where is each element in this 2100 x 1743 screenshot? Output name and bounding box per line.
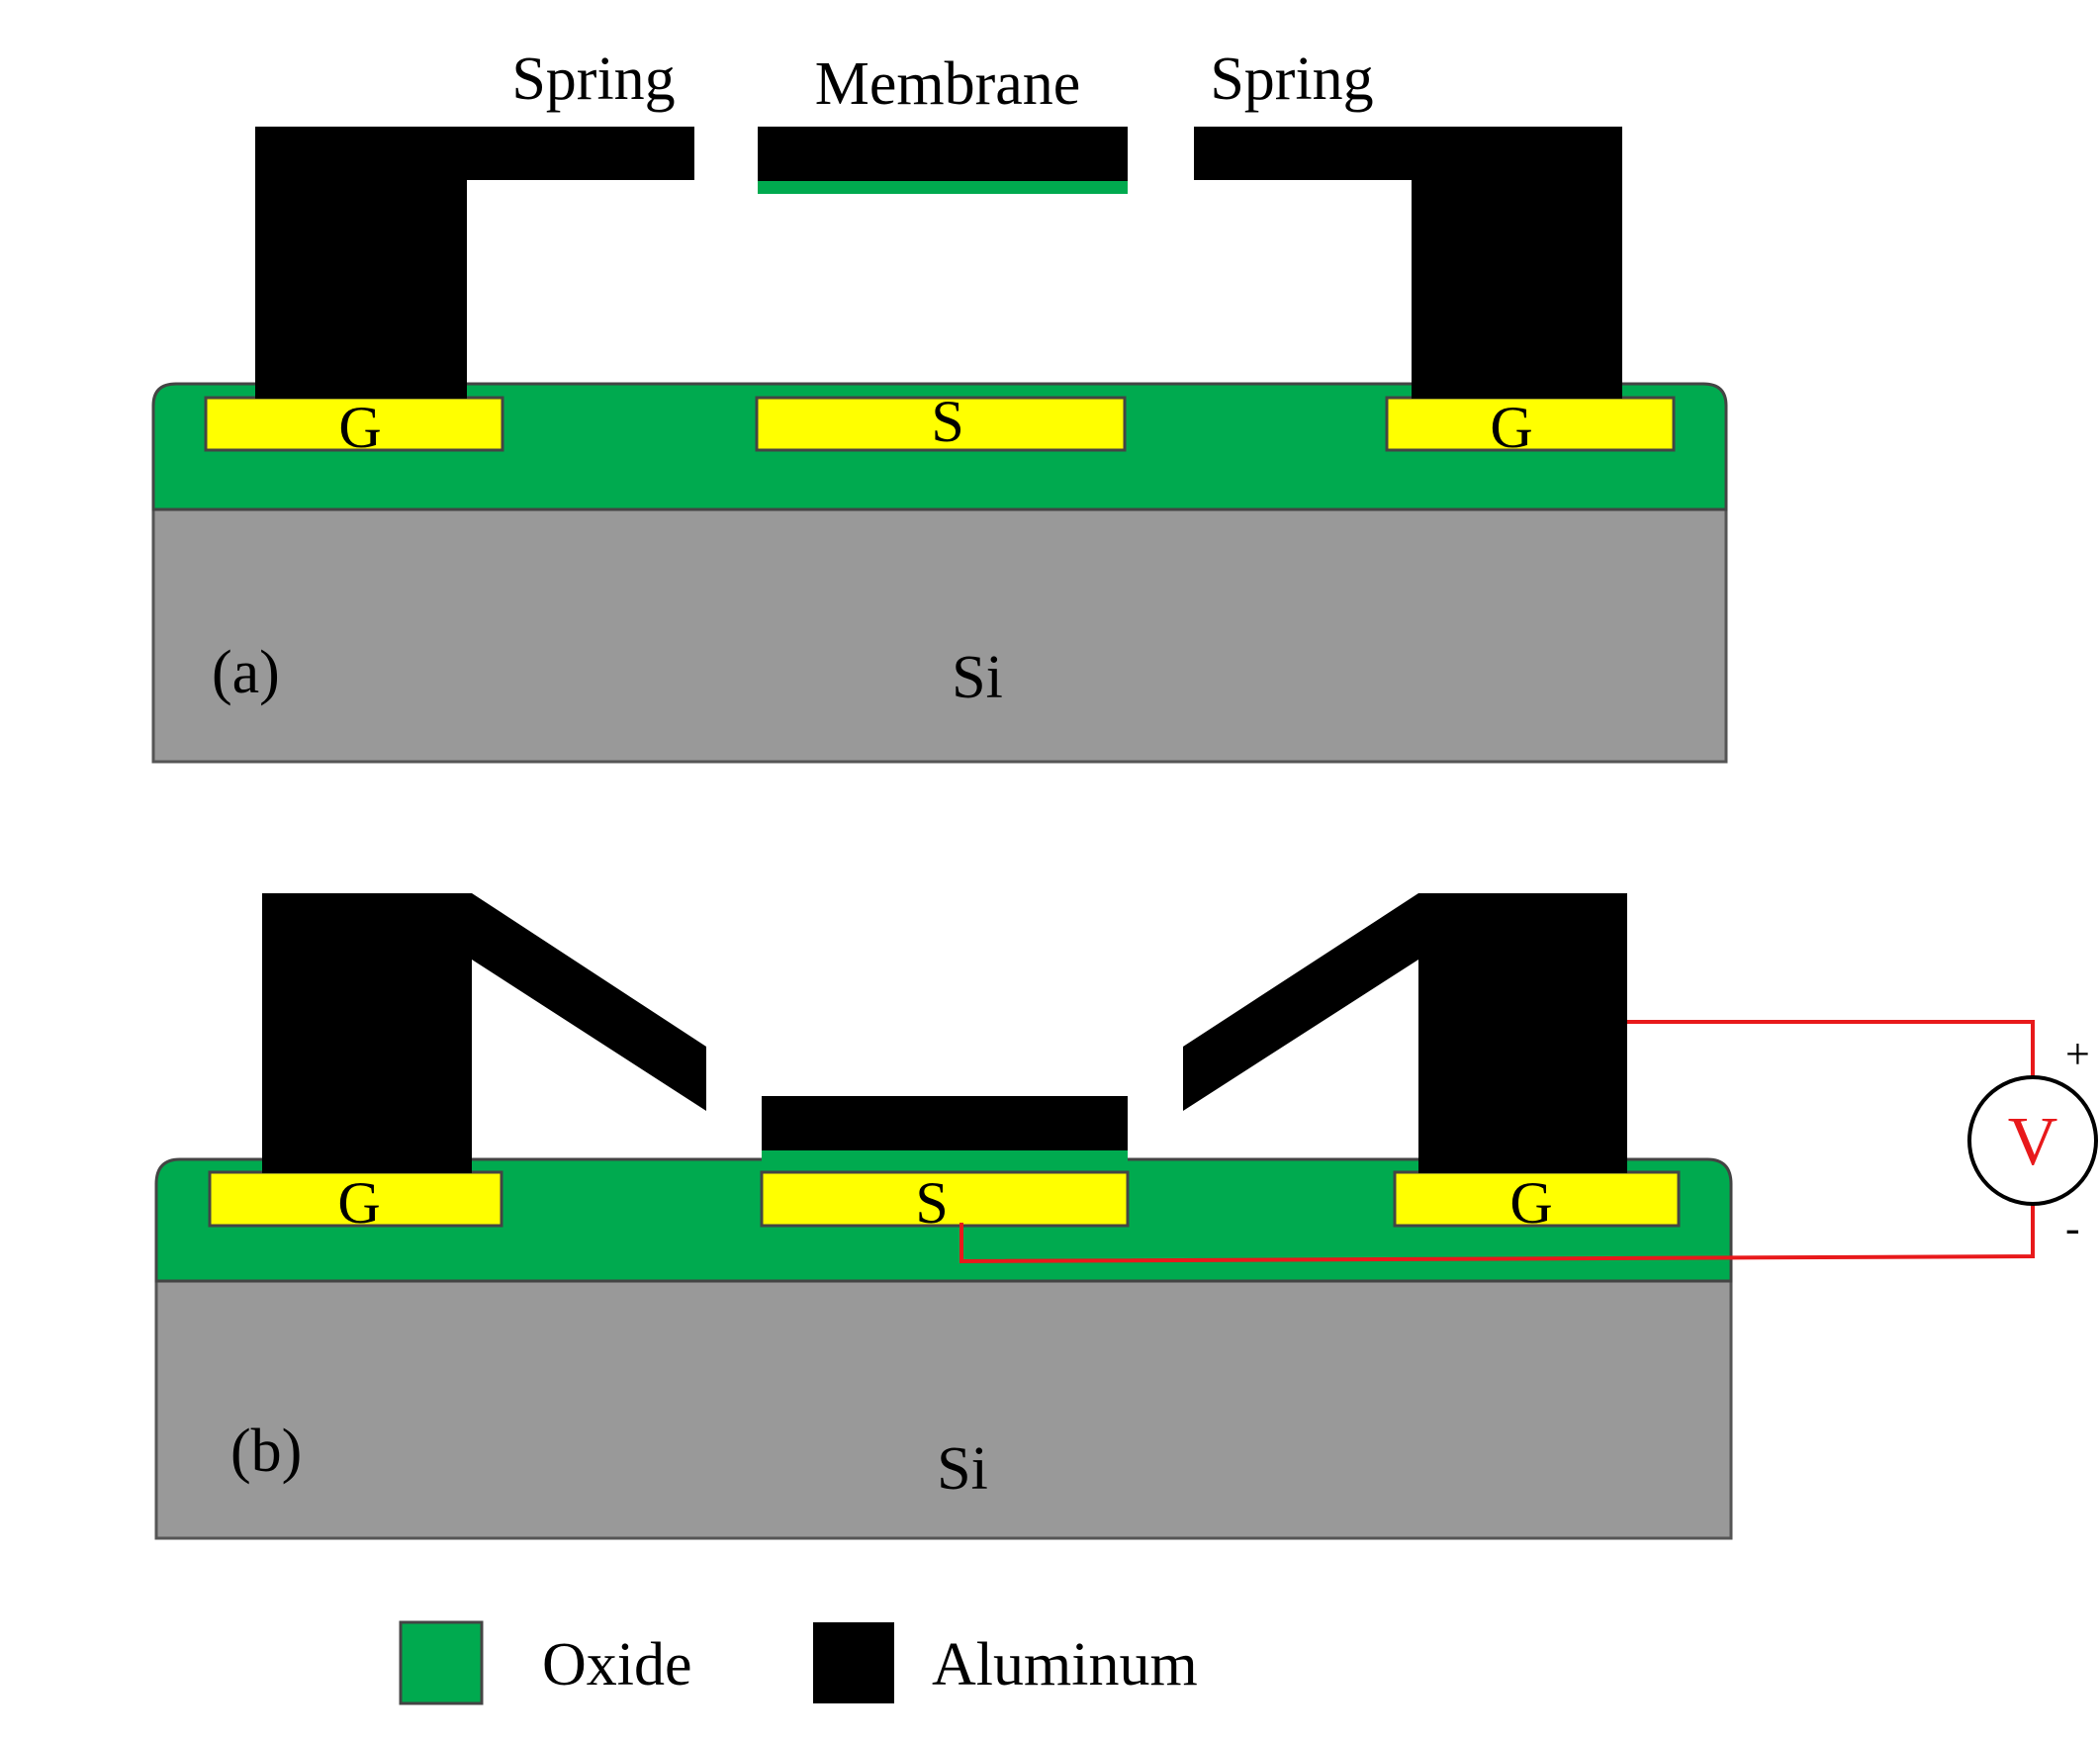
legend-label-aluminum: Aluminum [932,1631,1198,1698]
pad-label-g-right-a: G [1490,395,1532,460]
minus-sign: - [2065,1204,2080,1252]
gate-pad-right-a [1385,396,1676,452]
legend-label-oxide: Oxide [542,1631,692,1698]
panel-b-tag: (b) [230,1418,302,1485]
signal-pad-a [755,396,1127,452]
membrane-b [762,1096,1128,1150]
pad-label-g-right-b: G [1509,1170,1552,1236]
si-substrate-a [151,507,1728,764]
pad-label-s-a: S [931,389,963,454]
si-label-b: Si [937,1435,988,1503]
voltage-source-label: V [2008,1104,2058,1180]
membrane-oxide-a [758,181,1128,194]
plus-sign: + [2065,1030,2090,1078]
spring-label-right: Spring [1210,46,1373,113]
si-substrate-b [154,1279,1733,1540]
membrane-a [758,127,1128,181]
spring-label-left: Spring [511,46,675,113]
left-anchor-spring-b [262,893,706,1173]
right-anchor-spring-b [1183,893,1627,1173]
pad-label-g-left-a: G [338,395,381,460]
pad-label-s-b: S [915,1170,948,1236]
panel-a: Spring Membrane Spring G S G (a) Si [151,46,1728,764]
pad-label-g-left-b: G [337,1170,380,1236]
membrane-label: Membrane [815,50,1081,118]
si-label-a: Si [952,644,1003,711]
panel-a-tag: (a) [212,639,280,706]
gate-pad-left-a [204,396,504,452]
bias-wire-plus [1627,1020,2035,1076]
legend: Oxide Aluminum [399,1620,1198,1705]
legend-swatch-oxide [399,1620,484,1705]
gate-pad-left-b [208,1170,503,1228]
right-anchor-spring-a [1194,127,1622,399]
panel-b: V + - G S G (b) Si [154,893,2098,1540]
gate-pad-right-b [1393,1170,1681,1228]
membrane-oxide-b [762,1150,1128,1162]
left-anchor-spring-a [255,127,694,399]
legend-swatch-aluminum [813,1622,894,1703]
bias-wire-minus [959,1205,2035,1264]
voltage-source-symbol [1967,1075,2098,1206]
signal-pad-b [760,1170,1130,1228]
